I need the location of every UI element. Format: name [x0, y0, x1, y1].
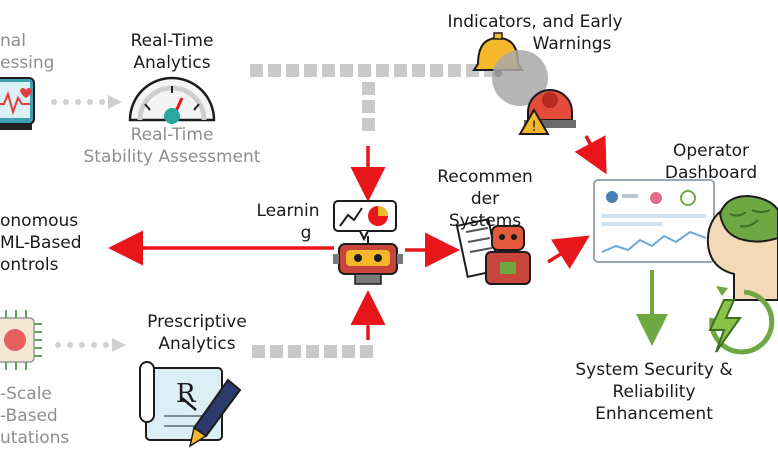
dashed-connector-top: [250, 64, 497, 131]
chart-bubble-icon: [333, 200, 397, 242]
gauge-icon: [128, 76, 216, 124]
pen-icon: [188, 378, 242, 448]
dashed-arrow-chip: [55, 338, 126, 352]
alarm-icon: [492, 50, 576, 128]
svg-text:!: !: [531, 119, 537, 135]
svg-text:R: R: [176, 379, 197, 409]
chip-icon: [0, 310, 42, 370]
dashed-connector-bottom: [252, 345, 373, 358]
robot-icon: [333, 236, 403, 285]
checklist-robot-icon: [455, 218, 531, 285]
brain-head-icon: [706, 194, 778, 301]
monitor-heart-icon: [0, 77, 35, 130]
warning-icon: !: [518, 108, 550, 135]
dashboard-panel-icon: [593, 179, 715, 263]
energy-bolt-icon: [708, 286, 775, 355]
arrow-warnings-to-dashboard: [574, 135, 607, 175]
dashed-arrow-signal: [51, 95, 122, 109]
arrow-to-dashboard: [547, 235, 590, 270]
